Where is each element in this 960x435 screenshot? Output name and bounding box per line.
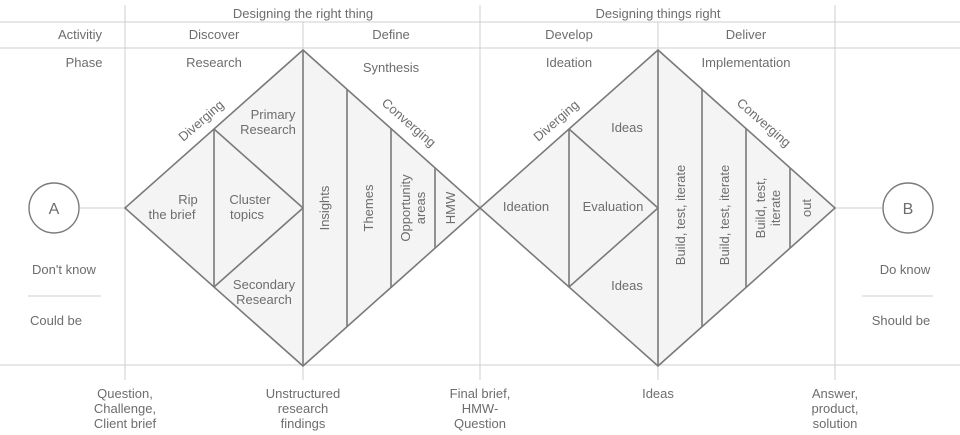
diamond-1-primary-line1: Primary (251, 107, 296, 122)
output-final-brief-line3: Question (454, 416, 506, 431)
phase-synthesis: Synthesis (363, 60, 420, 75)
phase-research: Research (186, 55, 242, 70)
endpoint-b-label: B (903, 201, 914, 218)
diamond-1-divider-primary (213, 128, 304, 209)
diamond-1-secondary-line2: Research (236, 292, 292, 307)
diamond-1-cluster-line2: topics (230, 207, 264, 222)
output-unstructured-line3: findings (281, 416, 326, 431)
endpoint-b-circle (882, 182, 934, 234)
diamond-2-out: out (799, 199, 814, 217)
diamond-2-build1: Build, test, iterate (673, 165, 688, 265)
phase-ideation: Ideation (546, 55, 592, 70)
diamond-1-hmw: HMW (443, 191, 458, 224)
header-design-things-right: Designing things right (595, 6, 720, 21)
diamond-2 (478, 48, 837, 368)
diamond-2-ideas-bottom: Ideas (611, 278, 643, 293)
output-final-brief-line2: HMW- (462, 401, 499, 416)
diamond-1-cluster-line1: Cluster (229, 192, 271, 207)
diamond-2-ideation: Ideation (503, 199, 549, 214)
state-should-be: Should be (872, 313, 931, 328)
diamond-1-divider-secondary (213, 207, 304, 288)
output-ideas: Ideas (642, 386, 674, 401)
endpoint-b: B (882, 182, 934, 234)
endpoint-a-circle (28, 182, 80, 234)
diamond-2-divider-ideas-top (568, 128, 659, 209)
endpoint-a-label: A (49, 201, 60, 218)
output-final-brief-line1: Final brief, (450, 386, 511, 401)
output-question-line2: Challenge, (94, 401, 156, 416)
state-dont-know: Don't know (32, 262, 97, 277)
diamond-2-evaluation: Evaluation (583, 199, 644, 214)
activity-discover: Discover (189, 27, 240, 42)
activity-develop: Develop (545, 27, 593, 42)
diamond-1-primary-line2: Research (240, 122, 296, 137)
output-answer-line2: product, (812, 401, 859, 416)
diamond-1-secondary-line1: Secondary (233, 277, 296, 292)
activity-define: Define (372, 27, 410, 42)
header-design-right-thing: Designing the right thing (233, 6, 373, 21)
diamond-2-build3-line1: Build, test, (753, 178, 768, 239)
diamond-1-rip-line2: the brief (149, 207, 196, 222)
output-unstructured-line2: research (278, 401, 329, 416)
diamond-1-rip-line1: Rip (178, 192, 198, 207)
output-question-line3: Client brief (94, 416, 157, 431)
diamond-2-build2: Build, test, iterate (717, 165, 732, 265)
phase-implementation: Implementation (702, 55, 791, 70)
row-label-phase: Phase (66, 55, 103, 70)
state-do-know: Do know (880, 262, 931, 277)
diamond-1-insights: Insights (317, 185, 332, 230)
output-answer-line1: Answer, (812, 386, 858, 401)
output-question-line1: Question, (97, 386, 153, 401)
row-label-activity: Activitiy (58, 27, 103, 42)
diamond-2-build3-line2: iterate (768, 190, 783, 226)
diamond-1-themes: Themes (361, 184, 376, 231)
diamond-2-divider-ideas-bottom (568, 207, 659, 288)
diamond-1-opportunity-line1: Opportunity (398, 174, 413, 242)
endpoint-a: A (28, 182, 80, 234)
output-unstructured-line1: Unstructured (266, 386, 340, 401)
diamond-1-opportunity-line2: areas (413, 191, 428, 224)
activity-deliver: Deliver (726, 27, 767, 42)
diamond-2-ideas-top: Ideas (611, 120, 643, 135)
state-could-be: Could be (30, 313, 82, 328)
output-answer-line3: solution (813, 416, 858, 431)
